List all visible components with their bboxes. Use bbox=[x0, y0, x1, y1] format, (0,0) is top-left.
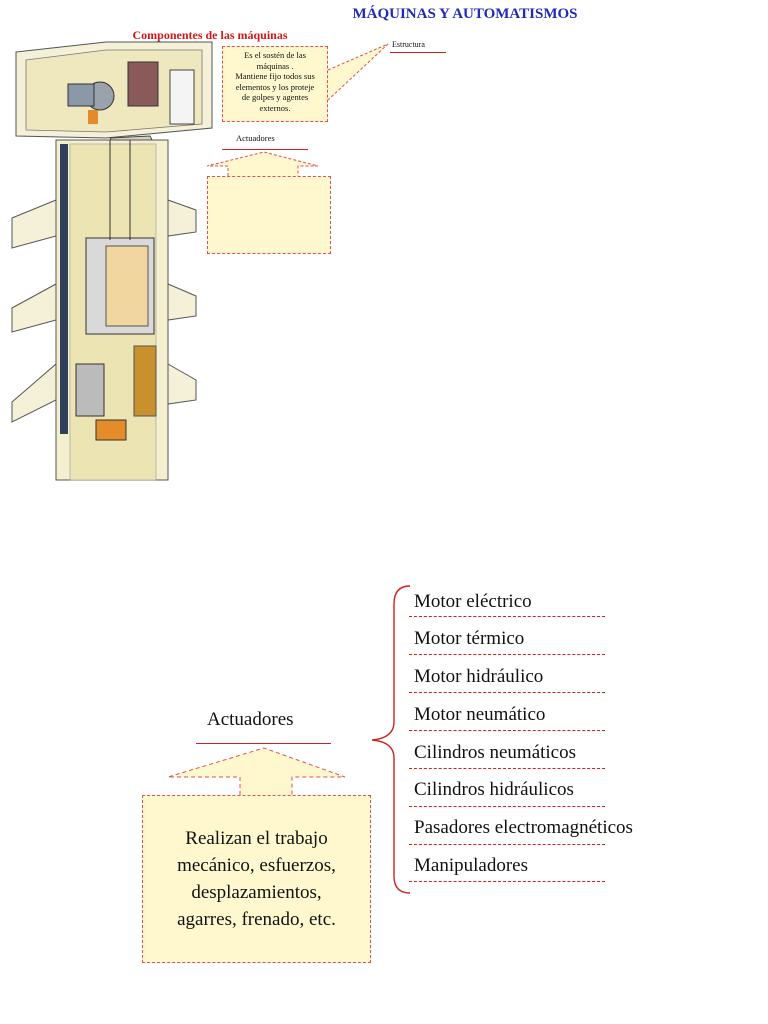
actuator-item: Motor hidráulico bbox=[414, 666, 544, 687]
actuator-item-underline bbox=[409, 881, 605, 882]
actuator-item-underline bbox=[409, 654, 605, 655]
actuator-item-underline bbox=[409, 844, 605, 845]
actuators-small-underline bbox=[222, 149, 308, 150]
actuators-underline bbox=[196, 743, 331, 744]
actuator-item-underline bbox=[409, 692, 605, 693]
actuator-item-underline bbox=[409, 730, 605, 731]
structure-label: Estructura bbox=[392, 40, 425, 49]
actuators-label: Actuadores bbox=[207, 709, 294, 730]
actuator-item: Motor neumático bbox=[414, 704, 546, 725]
elevator-building-illustration bbox=[11, 41, 213, 481]
structure-callout-line: máquinas . bbox=[256, 60, 294, 71]
structure-callout-pointer bbox=[327, 43, 389, 101]
big-up-arrow bbox=[167, 747, 346, 795]
structure-callout-line: de golpes y agentes bbox=[241, 92, 309, 102]
actuators-description-line: Realizan el trabajo bbox=[185, 828, 328, 849]
actuator-item-underline bbox=[409, 806, 605, 807]
page-title: MÁQUINAS Y AUTOMATISMOS bbox=[352, 6, 578, 22]
actuator-item: Manipuladores bbox=[414, 855, 528, 876]
actuator-item: Cilindros neumáticos bbox=[414, 742, 577, 763]
actuator-item: Pasadores electromagnéticos bbox=[414, 817, 633, 838]
actuators-description-box: Realizan el trabajo mecánico, esfuerzos,… bbox=[142, 795, 371, 963]
actuator-item: Motor eléctrico bbox=[414, 591, 532, 612]
structure-callout: Es el sostén de las máquinas . Mantiene … bbox=[222, 46, 328, 122]
curly-brace bbox=[371, 585, 411, 894]
structure-callout-line: externos. bbox=[259, 102, 291, 113]
actuators-description-line: desplazamientos, bbox=[191, 882, 322, 903]
structure-underline bbox=[390, 52, 446, 53]
actuator-item: Cilindros hidráulicos bbox=[414, 779, 574, 800]
structure-callout-line: elementos y los proteje bbox=[235, 81, 315, 92]
actuator-item-underline bbox=[409, 768, 605, 769]
actuator-item: Motor térmico bbox=[414, 628, 525, 649]
actuators-small-empty-box bbox=[207, 176, 331, 254]
actuators-description-line: agarres, frenado, etc. bbox=[177, 909, 336, 930]
small-up-arrow bbox=[206, 151, 319, 176]
components-title: Componentes de las máquinas bbox=[132, 28, 288, 42]
actuators-small-label: Actuadores bbox=[236, 133, 275, 143]
actuators-description-line: mecánico, esfuerzos, bbox=[177, 855, 336, 876]
structure-callout-line: Es el sostén de las bbox=[244, 50, 306, 60]
actuator-item-underline bbox=[409, 616, 605, 617]
structure-callout-line: Mantiene fijo todos sus bbox=[235, 71, 315, 81]
